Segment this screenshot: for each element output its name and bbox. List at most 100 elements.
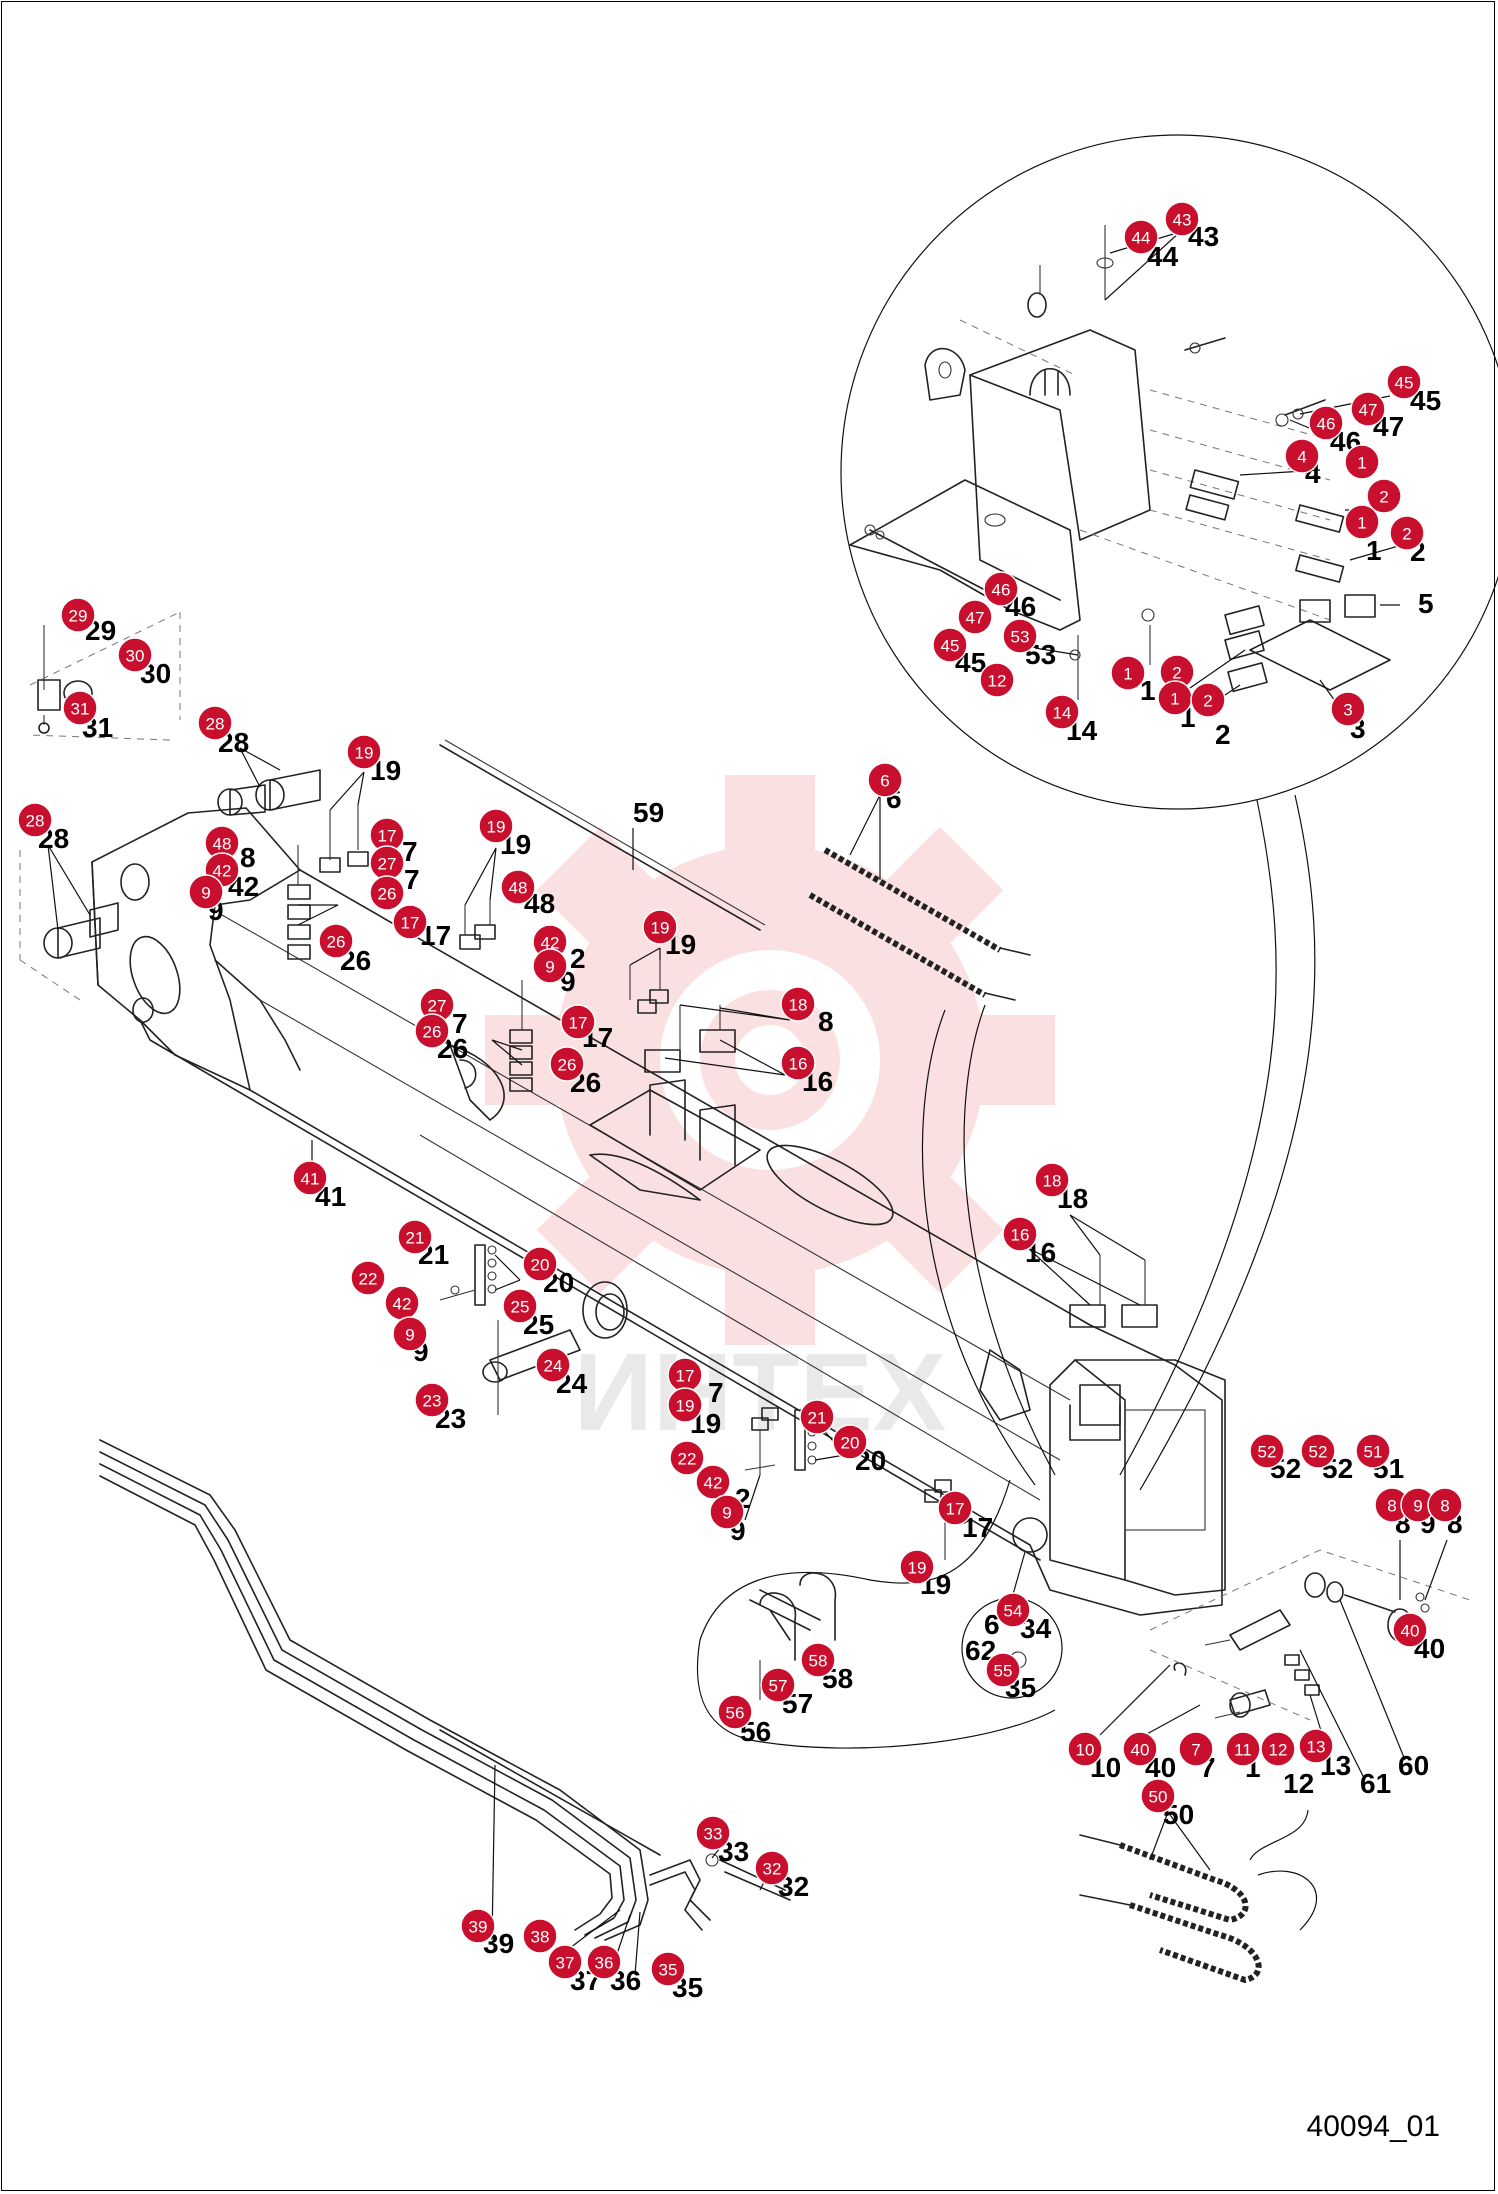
part-callout[interactable]: 9: [709, 1494, 745, 1530]
callout-number: 21: [808, 1409, 827, 1428]
part-callout[interactable]: 2: [1389, 515, 1425, 551]
part-callout[interactable]: 26: [414, 1013, 450, 1049]
part-callout[interactable]: 57: [760, 1667, 796, 1703]
part-callout[interactable]: 56: [717, 1694, 753, 1730]
part-callout[interactable]: 1: [1157, 680, 1193, 716]
part-callout[interactable]: 6: [867, 762, 903, 798]
part-callout[interactable]: 55: [985, 1652, 1021, 1688]
part-callout[interactable]: 23: [414, 1382, 450, 1418]
part-callout[interactable]: 1: [1344, 504, 1380, 540]
part-callout[interactable]: 36: [586, 1944, 622, 1980]
part-callout[interactable]: 18: [780, 986, 816, 1022]
part-callout[interactable]: 9: [392, 1316, 428, 1352]
part-callout[interactable]: 53: [1002, 618, 1038, 654]
part-callout[interactable]: 37: [547, 1944, 583, 1980]
part-callout[interactable]: 58: [800, 1642, 836, 1678]
part-callout[interactable]: 50: [1140, 1778, 1176, 1814]
callout-number: 13: [1307, 1738, 1326, 1757]
part-callout[interactable]: 27: [369, 845, 405, 881]
callout-circle: [1260, 1731, 1296, 1767]
callout-number: 19: [676, 1397, 695, 1416]
part-callout[interactable]: 19: [346, 734, 382, 770]
part-callout[interactable]: 2: [1366, 478, 1402, 514]
part-callout[interactable]: 52: [1300, 1433, 1336, 1469]
part-callout[interactable]: 1: [1110, 655, 1146, 691]
callout-number: 26: [378, 885, 397, 904]
part-callout[interactable]: 9: [188, 874, 224, 910]
part-callout[interactable]: 29: [60, 597, 96, 633]
part-callout[interactable]: 12: [979, 662, 1015, 698]
part-callout[interactable]: 48: [500, 869, 536, 905]
part-callout[interactable]: 38: [522, 1918, 558, 1954]
part-callout[interactable]: 32: [754, 1850, 790, 1886]
part-callout[interactable]: 28: [17, 802, 53, 838]
part-callout[interactable]: 19: [642, 909, 678, 945]
part-callout[interactable]: 35: [650, 1951, 686, 1987]
part-callout[interactable]: 42: [384, 1285, 420, 1321]
part-callout[interactable]: 14: [1044, 694, 1080, 730]
part-callout[interactable]: 48: [204, 825, 240, 861]
part-callout[interactable]: 44: [1123, 219, 1159, 255]
part-callout[interactable]: 7: [1178, 1731, 1214, 1767]
part-callout[interactable]: 24: [535, 1347, 571, 1383]
part-callout[interactable]: 21: [799, 1399, 835, 1435]
part-callout[interactable]: 20: [522, 1246, 558, 1282]
part-callout[interactable]: 41: [292, 1160, 328, 1196]
part-callout[interactable]: 17: [937, 1490, 973, 1526]
callout-circle: [1190, 682, 1226, 718]
part-callout[interactable]: 46: [983, 571, 1019, 607]
part-callout[interactable]: 45: [1386, 364, 1422, 400]
part-callout[interactable]: 17: [392, 904, 428, 940]
part-callout[interactable]: 18: [1034, 1162, 1070, 1198]
part-callout[interactable]: 26: [549, 1046, 585, 1082]
part-callout[interactable]: 54: [995, 1592, 1031, 1628]
part-callout[interactable]: 11: [1225, 1731, 1261, 1767]
part-callout[interactable]: 45: [932, 627, 968, 663]
part-callout[interactable]: 22: [350, 1260, 386, 1296]
part-callout[interactable]: 19: [478, 808, 514, 844]
part-callout[interactable]: 22: [669, 1440, 705, 1476]
callout-number: 26: [327, 933, 346, 952]
part-callout[interactable]: 26: [369, 875, 405, 911]
part-callout[interactable]: 28: [197, 705, 233, 741]
part-callout[interactable]: 19: [899, 1549, 935, 1585]
part-callout[interactable]: 31: [62, 690, 98, 726]
part-callout[interactable]: 20: [832, 1424, 868, 1460]
callout-circle: [1123, 219, 1159, 255]
callout-number: 31: [71, 700, 90, 719]
part-callout[interactable]: 40: [1122, 1731, 1158, 1767]
part-callout[interactable]: 21: [397, 1219, 433, 1255]
callout-circle: [369, 875, 405, 911]
part-callout[interactable]: 16: [1002, 1216, 1038, 1252]
part-callout[interactable]: 9: [532, 948, 568, 984]
part-callout[interactable]: 16: [780, 1045, 816, 1081]
part-callout[interactable]: 19: [667, 1387, 703, 1423]
part-callout[interactable]: 51: [1355, 1433, 1391, 1469]
part-callout[interactable]: 26: [318, 923, 354, 959]
callout-number: 26: [558, 1056, 577, 1075]
part-callout[interactable]: 13: [1298, 1728, 1334, 1764]
part-callout[interactable]: 30: [117, 637, 153, 673]
part-callout[interactable]: 43: [1164, 201, 1200, 237]
part-callout[interactable]: 1: [1344, 444, 1380, 480]
part-callout[interactable]: 3: [1330, 691, 1366, 727]
part-callout[interactable]: 4: [1284, 438, 1320, 474]
part-callout[interactable]: 12: [1260, 1731, 1296, 1767]
part-callout[interactable]: 52: [1249, 1433, 1285, 1469]
part-callout[interactable]: 46: [1308, 405, 1344, 441]
part-callout[interactable]: 47: [957, 599, 993, 635]
part-callout[interactable]: 2: [1190, 682, 1226, 718]
part-callout[interactable]: 42: [695, 1464, 731, 1500]
part-callout[interactable]: 10: [1067, 1731, 1103, 1767]
callout-circle: [1140, 1778, 1176, 1814]
part-callout[interactable]: 25: [502, 1288, 538, 1324]
part-callout[interactable]: 8: [1427, 1487, 1463, 1523]
part-callout[interactable]: 47: [1350, 391, 1386, 427]
part-callout[interactable]: 40: [1392, 1612, 1428, 1648]
part-callout[interactable]: 39: [460, 1908, 496, 1944]
part-callout[interactable]: 17: [667, 1357, 703, 1393]
callout-circle: [397, 1219, 433, 1255]
part-callout[interactable]: 33: [695, 1815, 731, 1851]
callout-number: 29: [69, 607, 88, 626]
part-callout[interactable]: 17: [560, 1004, 596, 1040]
